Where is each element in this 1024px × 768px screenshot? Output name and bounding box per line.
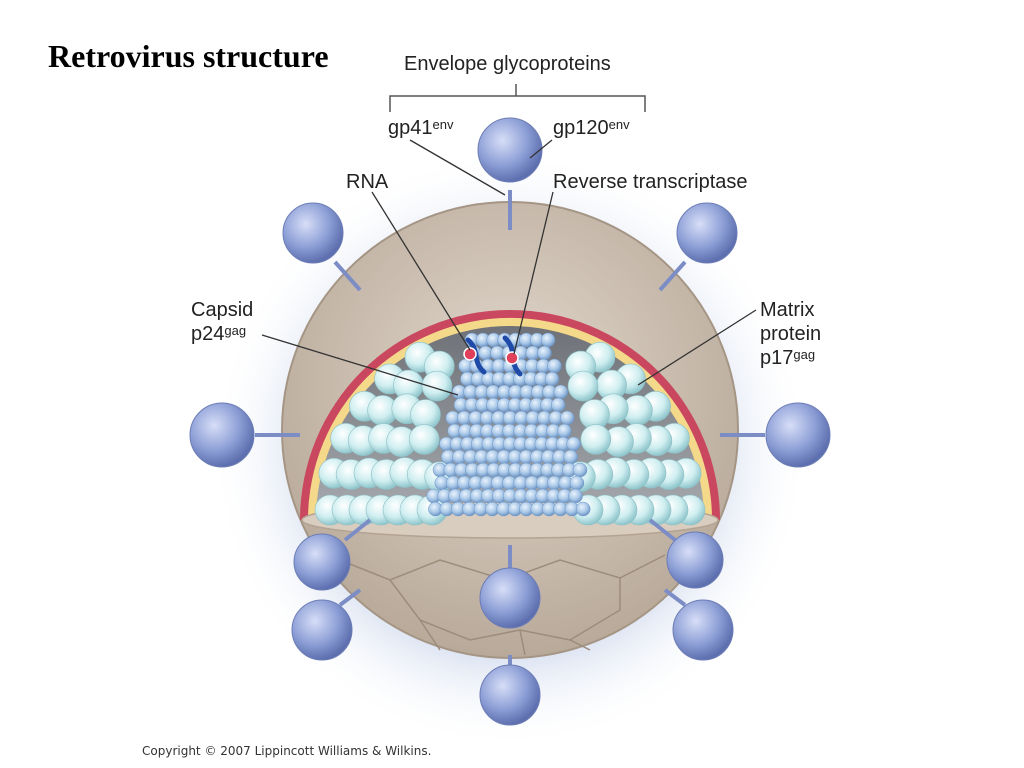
gp120-knob: [189, 402, 255, 468]
matrix-protein-label: Matrix protein p17gag: [760, 298, 821, 370]
capsid-protein-sphere: [572, 462, 588, 478]
leader-lines: [261, 139, 757, 396]
capsid-protein-sphere: [566, 436, 581, 452]
capsid-protein-sphere: [550, 397, 566, 413]
gp120-knob: [293, 533, 351, 591]
capsid-protein-sphere: [537, 345, 552, 361]
rt-leader: [513, 191, 554, 355]
page-title: Retrovirus structure: [48, 38, 329, 74]
matrix-superscript: gag: [793, 347, 816, 362]
capsid-label: Capsid p24gag: [191, 298, 253, 346]
envelope-glycoproteins: [189, 117, 831, 726]
capsid-protein-sphere: [563, 449, 578, 465]
capsid-protein-sphere: [575, 501, 591, 517]
gp120-knob: [676, 202, 738, 264]
matrix-protein-sphere: [580, 424, 612, 455]
gp120-knob: [765, 402, 831, 468]
capsid-superscript: gag: [224, 323, 247, 338]
capsid-protein-sphere: [569, 475, 585, 491]
matrix-label-line1: Matrix: [760, 299, 815, 321]
matrix-protein-sphere: [567, 370, 599, 402]
capsid-protein-sphere: [547, 358, 562, 374]
gp120-superscript: env: [608, 117, 630, 132]
rna-leader: [371, 191, 471, 351]
capsid-leader: [261, 334, 459, 396]
envelope-glycoproteins-label: Envelope glycoproteins: [404, 53, 611, 75]
gp120-label: gp120env: [553, 117, 630, 139]
gp120-knob: [672, 599, 734, 661]
matrix-leader: [637, 309, 757, 386]
capsid-cone: [426, 332, 591, 517]
capsid-label-line2: p24gag: [191, 323, 247, 345]
capsid-label-line1: Capsid: [191, 299, 254, 321]
capsid-protein-sphere: [553, 384, 569, 400]
reverse-transcriptase-label: Reverse transcriptase: [553, 171, 748, 193]
matrix-label-line3: p17gag: [760, 347, 816, 369]
gp41-superscript: env: [432, 117, 454, 132]
matrix-protein-sphere: [421, 370, 453, 402]
reverse-transcriptase-enzyme: [505, 351, 519, 365]
matrix-protein-sphere: [408, 424, 440, 455]
gp120-leader: [529, 139, 553, 159]
gp120-knob: [282, 202, 344, 264]
capsid-protein-sphere: [540, 332, 556, 348]
matrix-label-line2: protein: [760, 323, 822, 345]
envelope-bracket: [389, 84, 646, 112]
gp120-knob: [477, 117, 543, 183]
gp120-knob: [479, 567, 541, 629]
capsid-protein-sphere: [559, 410, 575, 426]
gp41-leader: [409, 139, 506, 196]
rna-label: RNA: [346, 171, 389, 193]
reverse-transcriptase-enzyme: [463, 347, 477, 361]
capsid-protein-sphere: [557, 423, 572, 439]
gp120-knob: [666, 531, 724, 589]
copyright-notice: Copyright © 2007 Lippincott Williams & W…: [142, 744, 432, 758]
capsid-protein-sphere: [568, 488, 583, 504]
capsid-protein-sphere: [544, 371, 560, 387]
gp41-label: gp41env: [388, 117, 454, 139]
gp120-knob: [479, 664, 541, 726]
gp120-knob: [291, 599, 353, 661]
